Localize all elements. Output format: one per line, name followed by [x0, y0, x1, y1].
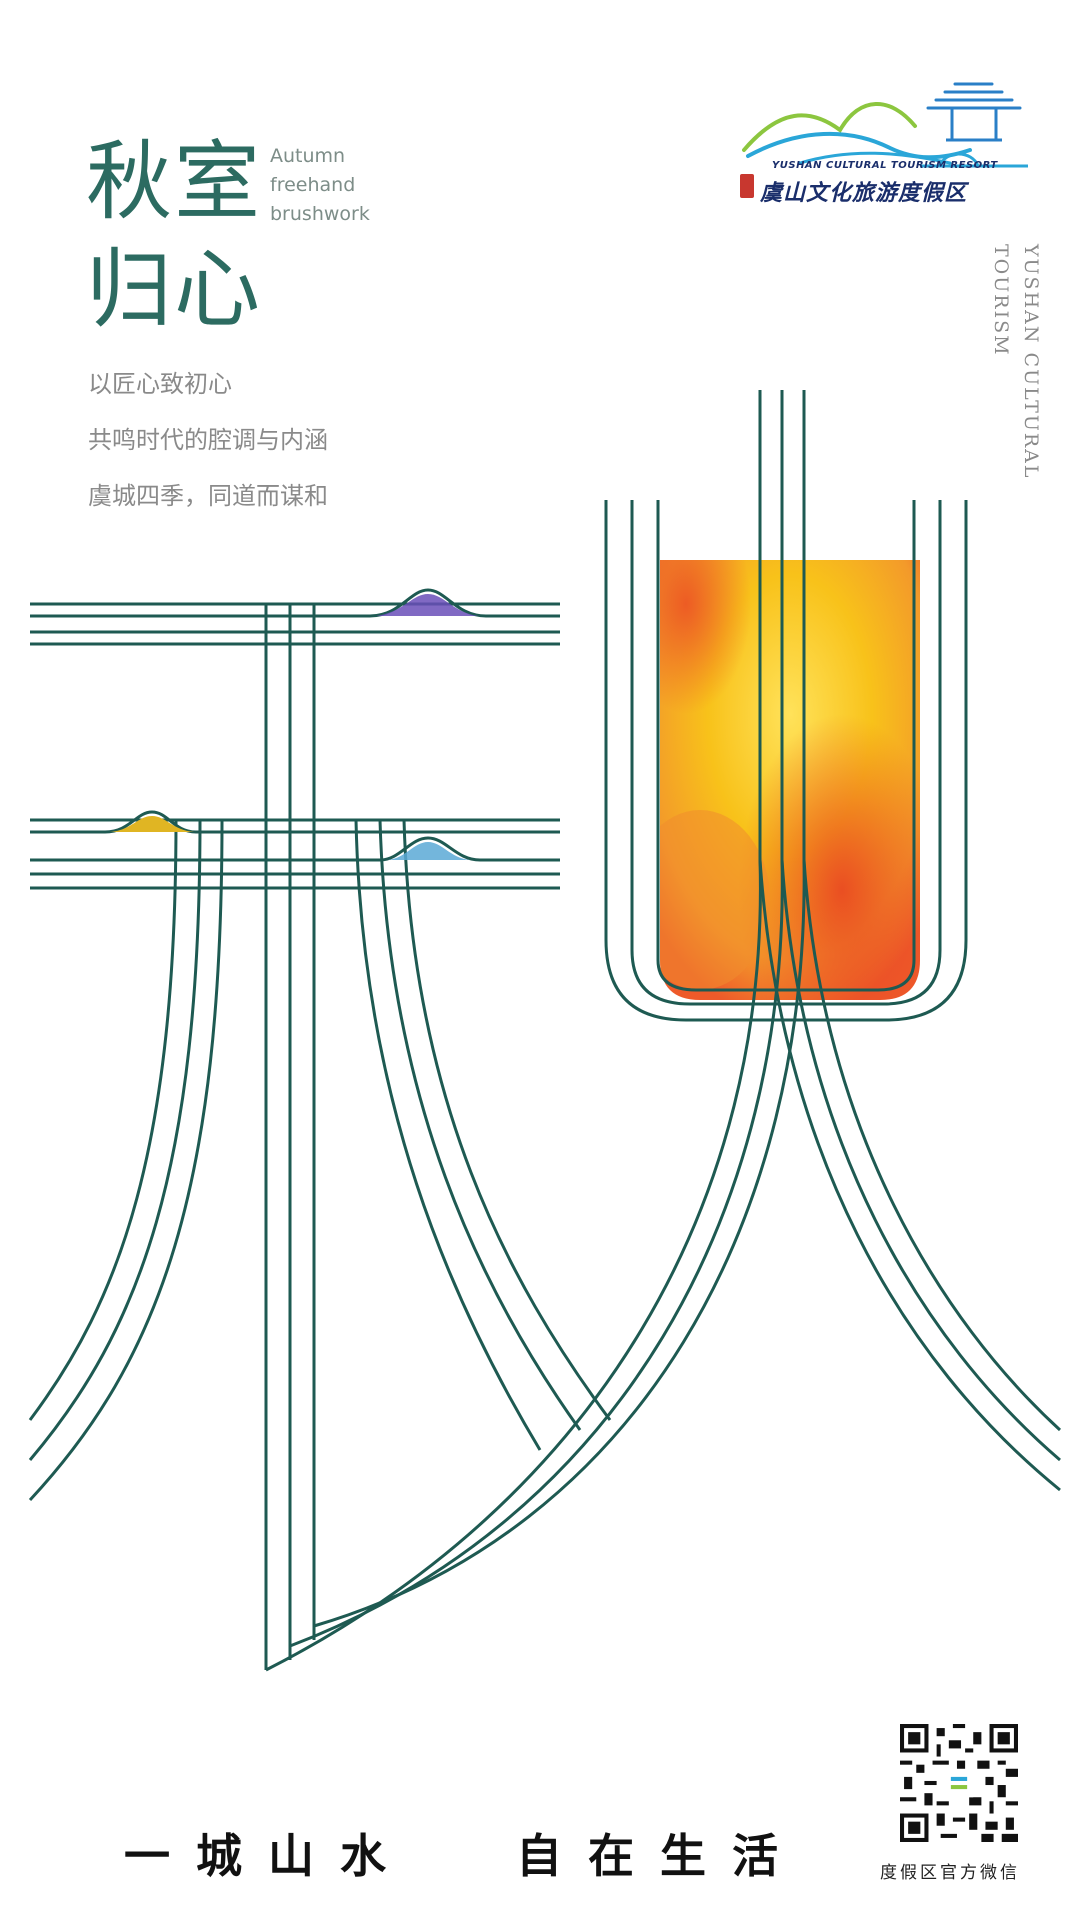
- qr-label: 度假区官方微信: [880, 1863, 1020, 1883]
- vertical-caption: YUSHAN CULTURAL TOURISM: [986, 244, 1046, 479]
- intro-line: 共鸣时代的腔调与内涵: [88, 426, 328, 454]
- poster-title: 秋室 归心: [86, 128, 262, 344]
- qr-code-icon[interactable]: [900, 1724, 1018, 1842]
- vertical-caption-line: YUSHAN CULTURAL: [1020, 244, 1042, 480]
- resort-logo: [742, 82, 1028, 168]
- seal-icon: [740, 174, 754, 198]
- watercolor-fill: [660, 560, 920, 1000]
- mountain-accent-purple: [376, 594, 478, 616]
- mountain-accent-blue: [388, 842, 470, 860]
- stroke-lines: [28, 390, 1062, 1672]
- title-english-word: Autumn: [270, 145, 346, 167]
- logo-chinese: 虞山文化旅游度假区: [760, 181, 968, 206]
- title-english: Autumn freehand brushwork: [270, 142, 370, 229]
- slogan-left: 一城山水: [124, 1829, 412, 1883]
- vertical-caption-line: TOURISM: [990, 244, 1012, 357]
- intro-line: 虞城四季，同道而谋和: [88, 482, 328, 510]
- autumn-character-line-art: [28, 390, 1062, 1672]
- intro-text: 以匠心致初心 共鸣时代的腔调与内涵 虞城四季，同道而谋和: [88, 356, 328, 524]
- intro-line: 以匠心致初心: [88, 370, 232, 398]
- title-english-word: freehand: [270, 174, 356, 196]
- title-line-1: 秋室: [86, 132, 262, 232]
- slogan-right: 自在生活: [516, 1829, 804, 1883]
- title-english-word: brushwork: [270, 203, 370, 225]
- logo-english: YUSHAN CULTURAL TOURISM RESORT: [772, 160, 998, 171]
- mountain-accent-yellow: [110, 816, 194, 832]
- title-line-2: 归心: [86, 240, 262, 340]
